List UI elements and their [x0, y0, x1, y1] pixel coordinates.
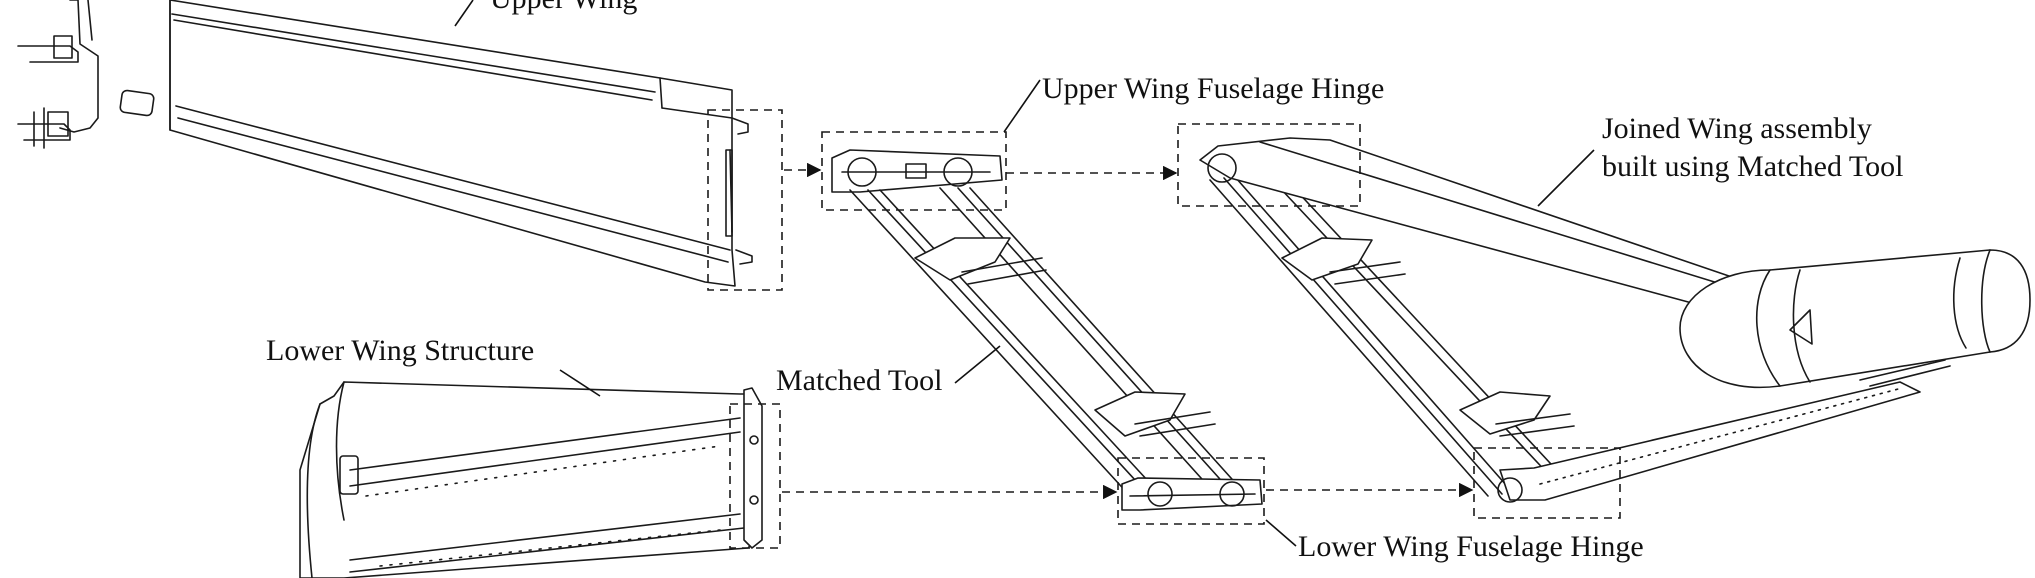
lower-hinge-leader: [1265, 519, 1297, 547]
upper-hinge-leader: [1003, 79, 1041, 133]
matched-tool-label: Matched Tool: [776, 364, 942, 397]
matched-tool: [831, 149, 1263, 511]
upper-hinge-label: Upper Wing Fuselage Hinge: [1042, 72, 1384, 105]
lower-wing-label: Lower Wing Structure: [266, 334, 534, 367]
upper-wing-leader: [454, 0, 474, 27]
lower-hinge-label: Lower Wing Fuselage Hinge: [1298, 530, 1644, 563]
lower-wing-structure: [299, 381, 763, 578]
lower-wing-root-box: [729, 403, 781, 549]
tool-lower-hinge-box: [1117, 457, 1265, 525]
joined-lower-hinge-box: [1473, 447, 1621, 519]
joined-upper-hinge-box: [1177, 123, 1361, 207]
tool-upper-hinge-box: [821, 131, 1007, 211]
upper-wing-label: Upper Wing: [490, 0, 637, 15]
joined-wing-assembly: [1199, 137, 2031, 503]
matched-tool-leader: [954, 345, 1001, 384]
joined-wing-leader: [1537, 149, 1595, 207]
upper-wing-structure: [17, 0, 753, 287]
lower-wing-leader: [559, 369, 601, 397]
joined-wing-label-line1: Joined Wing assembly: [1602, 112, 1872, 145]
joined-wing-label-line2: built using Matched Tool: [1602, 150, 1904, 183]
upper-wing-root-bracket: [17, 0, 99, 149]
